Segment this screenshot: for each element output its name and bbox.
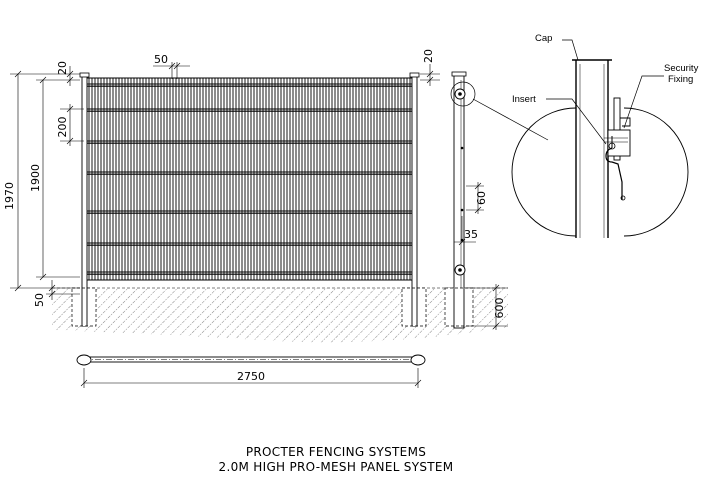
plan-post-left [76,354,92,366]
label-cap: Cap [535,33,552,44]
detail-marker [450,81,476,107]
plan-post-right [410,354,426,366]
title-line-1: PROCTER FENCING SYSTEMS [246,445,426,459]
mesh-panel [87,77,412,281]
plan-view [76,354,426,388]
title-line-2: 2.0M HIGH PRO-MESH PANEL SYSTEM [219,460,454,474]
dim-embedment-depth: 600 [493,298,506,319]
label-insert: Insert [512,94,536,105]
right-footing [401,287,427,327]
dim-panel-width: 2750 [237,370,265,383]
dim-post-top-left: 20 [56,61,69,75]
front-elevation [71,72,427,327]
elevation-dimensions [10,62,440,300]
dim-post-top-right: 20 [422,49,435,63]
ground-hatching [52,287,508,343]
dim-overall-height: 1970 [3,182,16,210]
right-post-cap [409,72,420,78]
detail-circle [511,107,577,237]
label-security-line1: Security [664,63,699,74]
dim-wire-spacing-vertical: 200 [56,117,69,138]
label-security-line2: Fixing [668,74,693,85]
dim-section-upper: 60 [475,191,488,205]
dim-panel-height: 1900 [29,164,42,192]
side-section [444,71,474,329]
left-footing [71,287,97,327]
detail-callout [450,39,689,238]
left-post-cap [79,72,90,78]
dim-section-lower: 35 [464,228,478,241]
dim-ground-clearance: 50 [33,293,46,307]
section-dimensions [454,182,508,330]
detail-leader [472,98,549,141]
dim-wire-spacing-horizontal: 50 [154,53,168,66]
